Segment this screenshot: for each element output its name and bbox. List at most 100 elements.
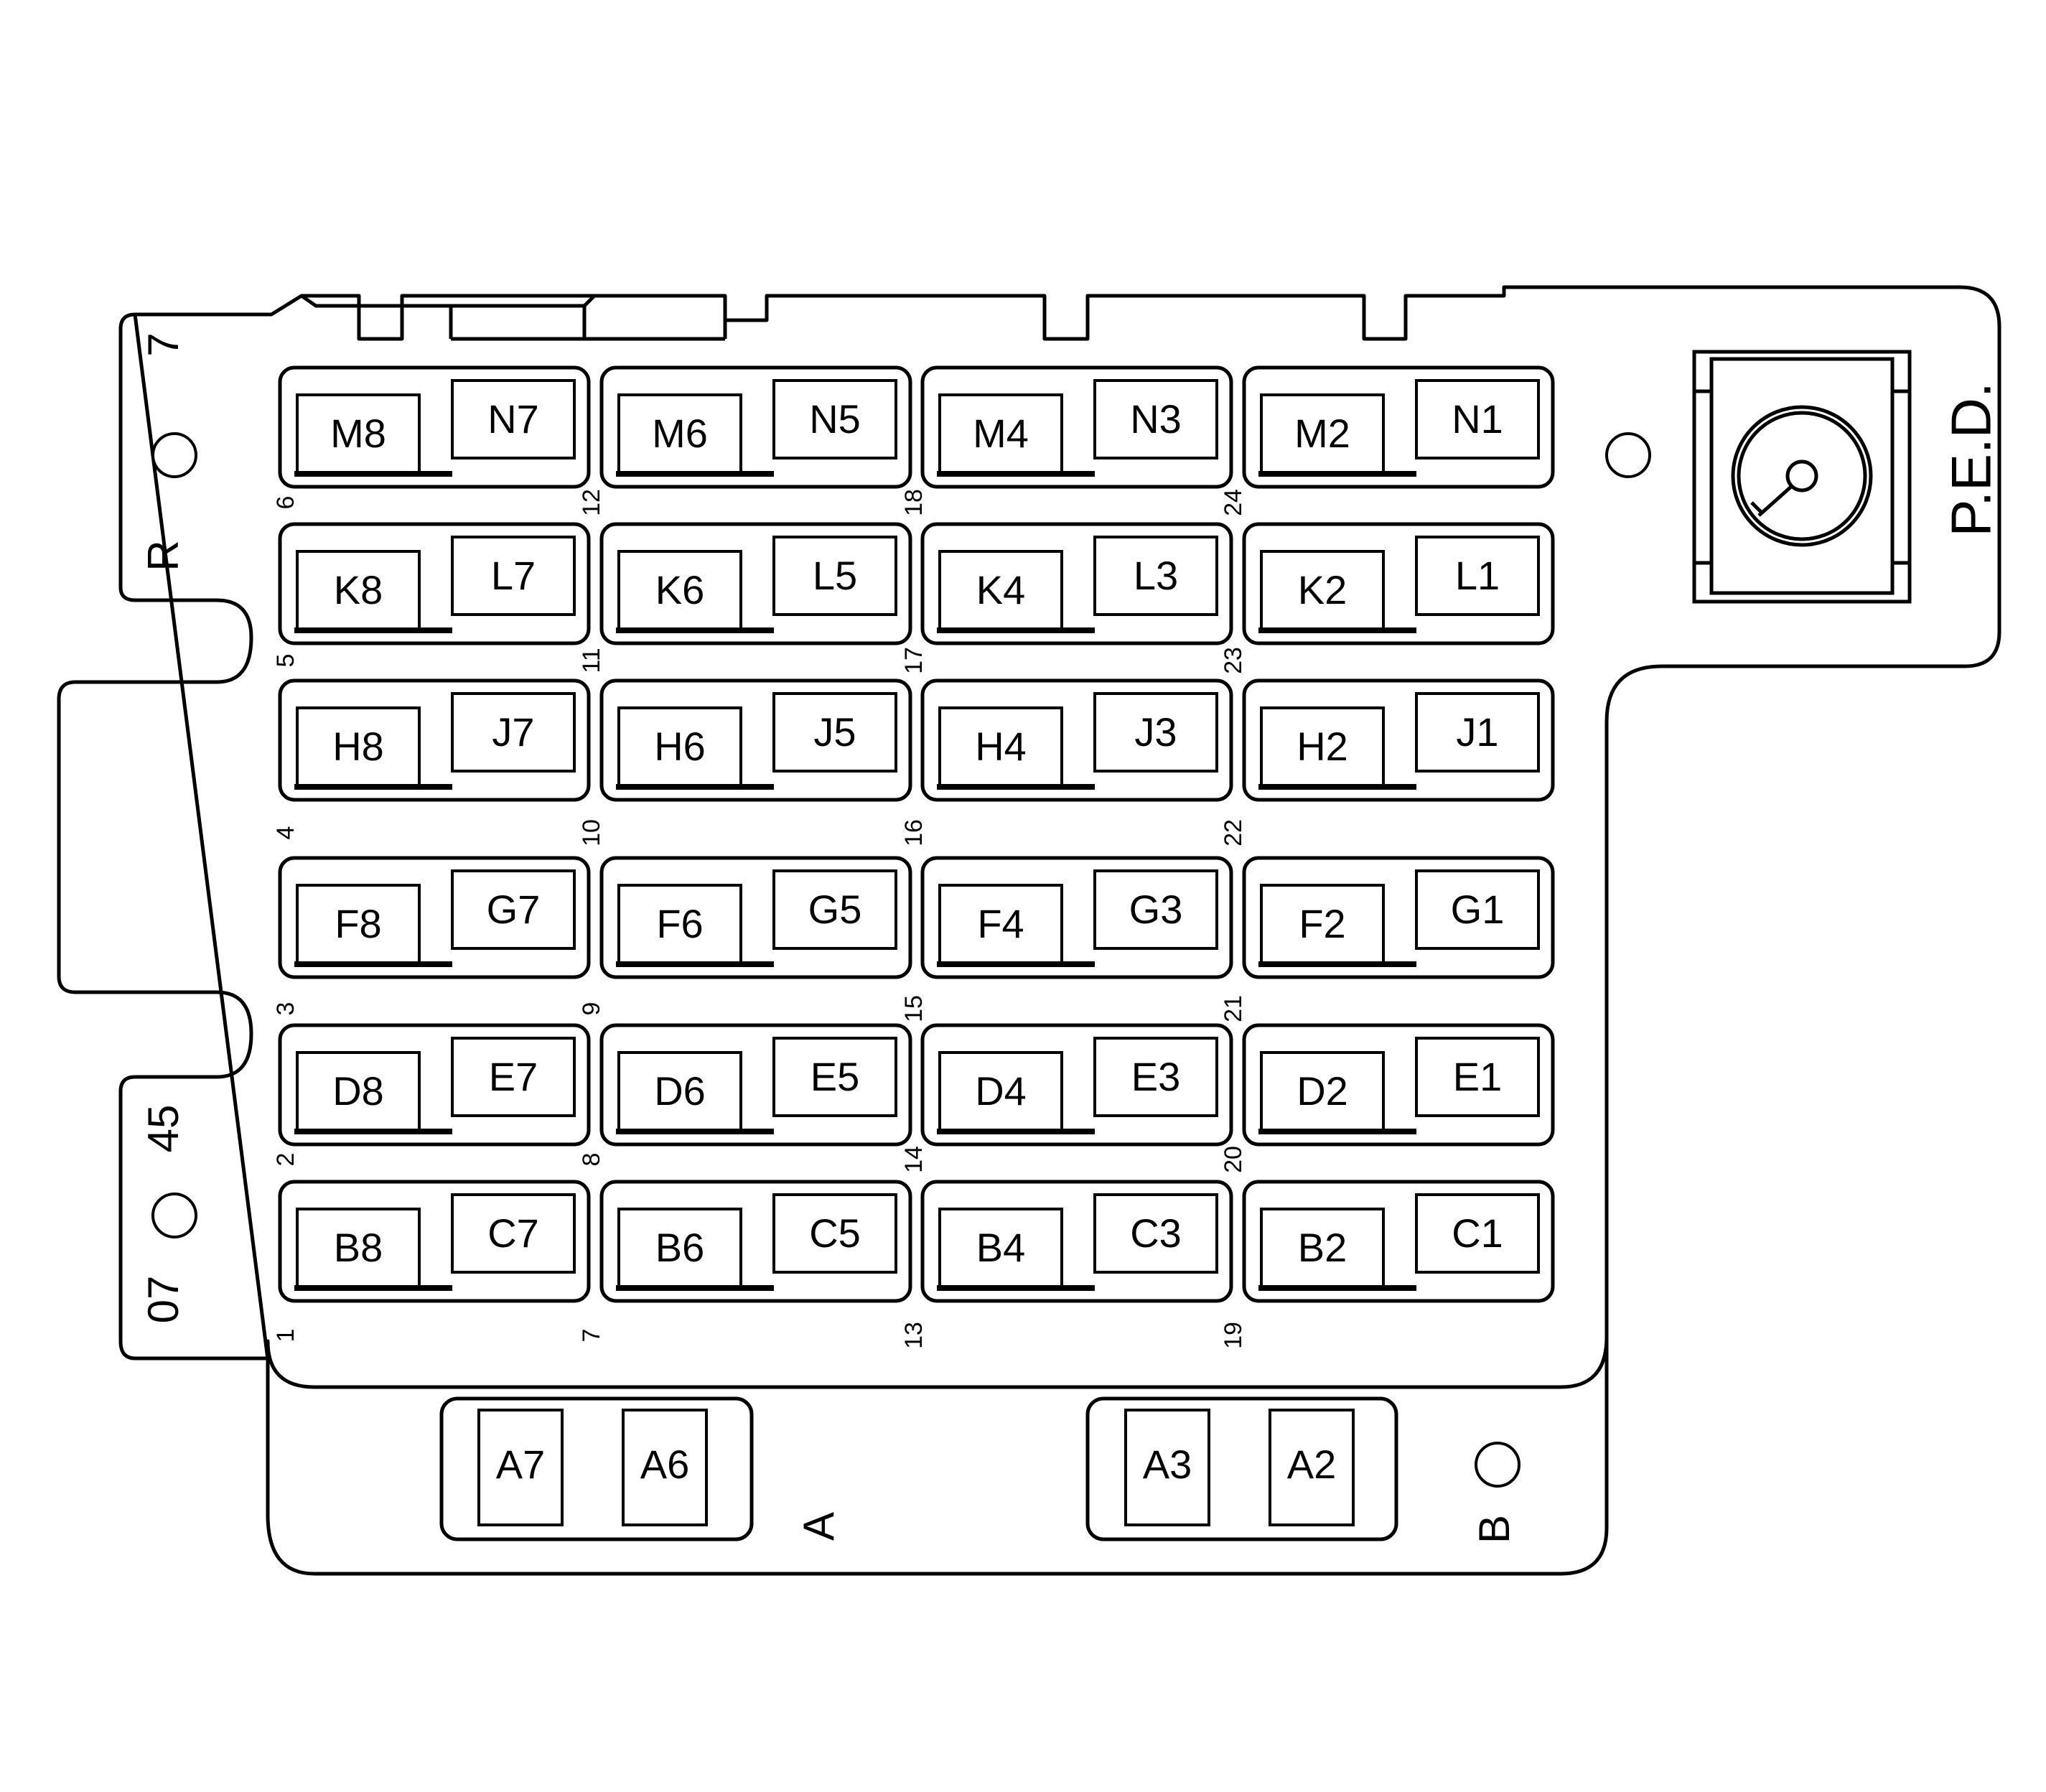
label-a: A bbox=[795, 1512, 843, 1541]
fuse-label: L3 bbox=[1134, 553, 1178, 598]
fuse-d8 bbox=[296, 1051, 421, 1131]
cavity-number: 7 bbox=[578, 1329, 605, 1343]
fuse-f2 bbox=[1260, 884, 1385, 964]
ped-dial-outer bbox=[1731, 405, 1873, 547]
ped-dial-knob bbox=[1785, 459, 1818, 493]
fuse-pair-frame bbox=[1242, 1023, 1555, 1147]
fuse-label: H2 bbox=[1297, 724, 1348, 769]
fuse-label: M4 bbox=[973, 411, 1029, 456]
fuse-pair-frame bbox=[599, 365, 912, 489]
fuse-label: G1 bbox=[1451, 887, 1505, 932]
fuse-label: F8 bbox=[335, 901, 381, 946]
fuse-pair-frame bbox=[599, 1180, 912, 1303]
cavity-number: 3 bbox=[272, 1002, 299, 1016]
cavity-number: 4 bbox=[272, 826, 299, 840]
fuse-d4 bbox=[938, 1051, 1063, 1131]
fuse-label: K8 bbox=[334, 567, 383, 612]
fuse-f6 bbox=[617, 884, 742, 964]
fuse-k2 bbox=[1260, 550, 1385, 630]
fuse-k8 bbox=[296, 550, 421, 630]
fuse-c7 bbox=[451, 1193, 576, 1274]
fuse-l3 bbox=[1093, 536, 1218, 616]
edge-label-07: 07 bbox=[139, 1276, 187, 1324]
fuse-pair-frame bbox=[1242, 1180, 1555, 1303]
cavity-number: 14 bbox=[900, 1146, 928, 1173]
fuse-label: E3 bbox=[1131, 1054, 1181, 1099]
fuse-b2 bbox=[1260, 1208, 1385, 1288]
fuse-label: E5 bbox=[811, 1054, 860, 1099]
relay-a6 bbox=[622, 1409, 708, 1526]
fuse-label: E1 bbox=[1453, 1054, 1503, 1099]
fuse-pair-frame bbox=[920, 1023, 1233, 1147]
ped-dial-pointer bbox=[1757, 485, 1793, 517]
cavity-number: 8 bbox=[578, 1153, 605, 1167]
fuse-g5 bbox=[772, 869, 897, 950]
fuse-pair-frame bbox=[278, 365, 591, 489]
fuse-l5 bbox=[772, 536, 897, 616]
fuse-label: J1 bbox=[1456, 709, 1498, 755]
cavity-number: 24 bbox=[1220, 489, 1247, 516]
cavity-number: 23 bbox=[1220, 647, 1247, 674]
fuse-label: K2 bbox=[1298, 567, 1347, 612]
fuse-pair-frame bbox=[278, 1023, 591, 1147]
board-left-edge bbox=[57, 312, 1609, 1576]
fuse-label: H6 bbox=[654, 724, 706, 769]
mount-hole-bottom-right bbox=[1475, 1442, 1521, 1488]
fuse-label: B8 bbox=[334, 1225, 383, 1270]
fuse-n7 bbox=[451, 379, 576, 459]
fuse-label: J3 bbox=[1134, 709, 1177, 755]
fuse-pair-frame bbox=[599, 522, 912, 645]
fuse-pair-frame bbox=[599, 856, 912, 979]
cavity-number: 21 bbox=[1220, 995, 1247, 1022]
relay-group-a-frame bbox=[439, 1396, 754, 1541]
fuse-label: G7 bbox=[487, 887, 541, 932]
fuse-label: C5 bbox=[809, 1210, 861, 1256]
ped-relay-outer bbox=[1692, 350, 1912, 604]
cavity-number: 10 bbox=[578, 819, 605, 846]
relay-a3-label: A3 bbox=[1143, 1442, 1192, 1487]
fuse-b4 bbox=[938, 1208, 1063, 1288]
fuse-n1 bbox=[1415, 379, 1540, 459]
fuse-c1 bbox=[1415, 1193, 1540, 1274]
fuse-n3 bbox=[1093, 379, 1218, 459]
fuse-label: C7 bbox=[487, 1210, 539, 1256]
fuse-label: F4 bbox=[977, 901, 1024, 946]
fuse-pair-frame bbox=[920, 365, 1233, 489]
fuse-g7 bbox=[451, 869, 576, 950]
fuse-label: H8 bbox=[332, 724, 384, 769]
cavity-number: 6 bbox=[272, 496, 299, 510]
cavity-number: 11 bbox=[578, 648, 605, 673]
fuse-c3 bbox=[1093, 1193, 1218, 1274]
fuse-pair-frame bbox=[599, 678, 912, 802]
cavity-number: 16 bbox=[900, 819, 928, 846]
board-outline bbox=[133, 285, 2001, 1389]
fuse-pair-frame bbox=[920, 522, 1233, 645]
fuse-label: K6 bbox=[655, 567, 705, 612]
fuse-label: L5 bbox=[813, 553, 857, 598]
fuse-c5 bbox=[772, 1193, 897, 1274]
mount-hole-top-right bbox=[1605, 432, 1651, 478]
fuse-label: N1 bbox=[1452, 396, 1503, 442]
fuse-h4 bbox=[938, 706, 1063, 787]
fuse-j5 bbox=[772, 692, 897, 773]
relay-a3 bbox=[1124, 1409, 1210, 1526]
cavity-number: 2 bbox=[272, 1153, 299, 1167]
ped-dial-inner bbox=[1737, 411, 1867, 541]
fuse-pair-frame bbox=[278, 856, 591, 979]
fuse-m8 bbox=[296, 393, 421, 474]
edge-label-7: 7 bbox=[139, 332, 187, 356]
fuse-label: M6 bbox=[652, 411, 708, 456]
fuse-label: E7 bbox=[489, 1054, 538, 1099]
